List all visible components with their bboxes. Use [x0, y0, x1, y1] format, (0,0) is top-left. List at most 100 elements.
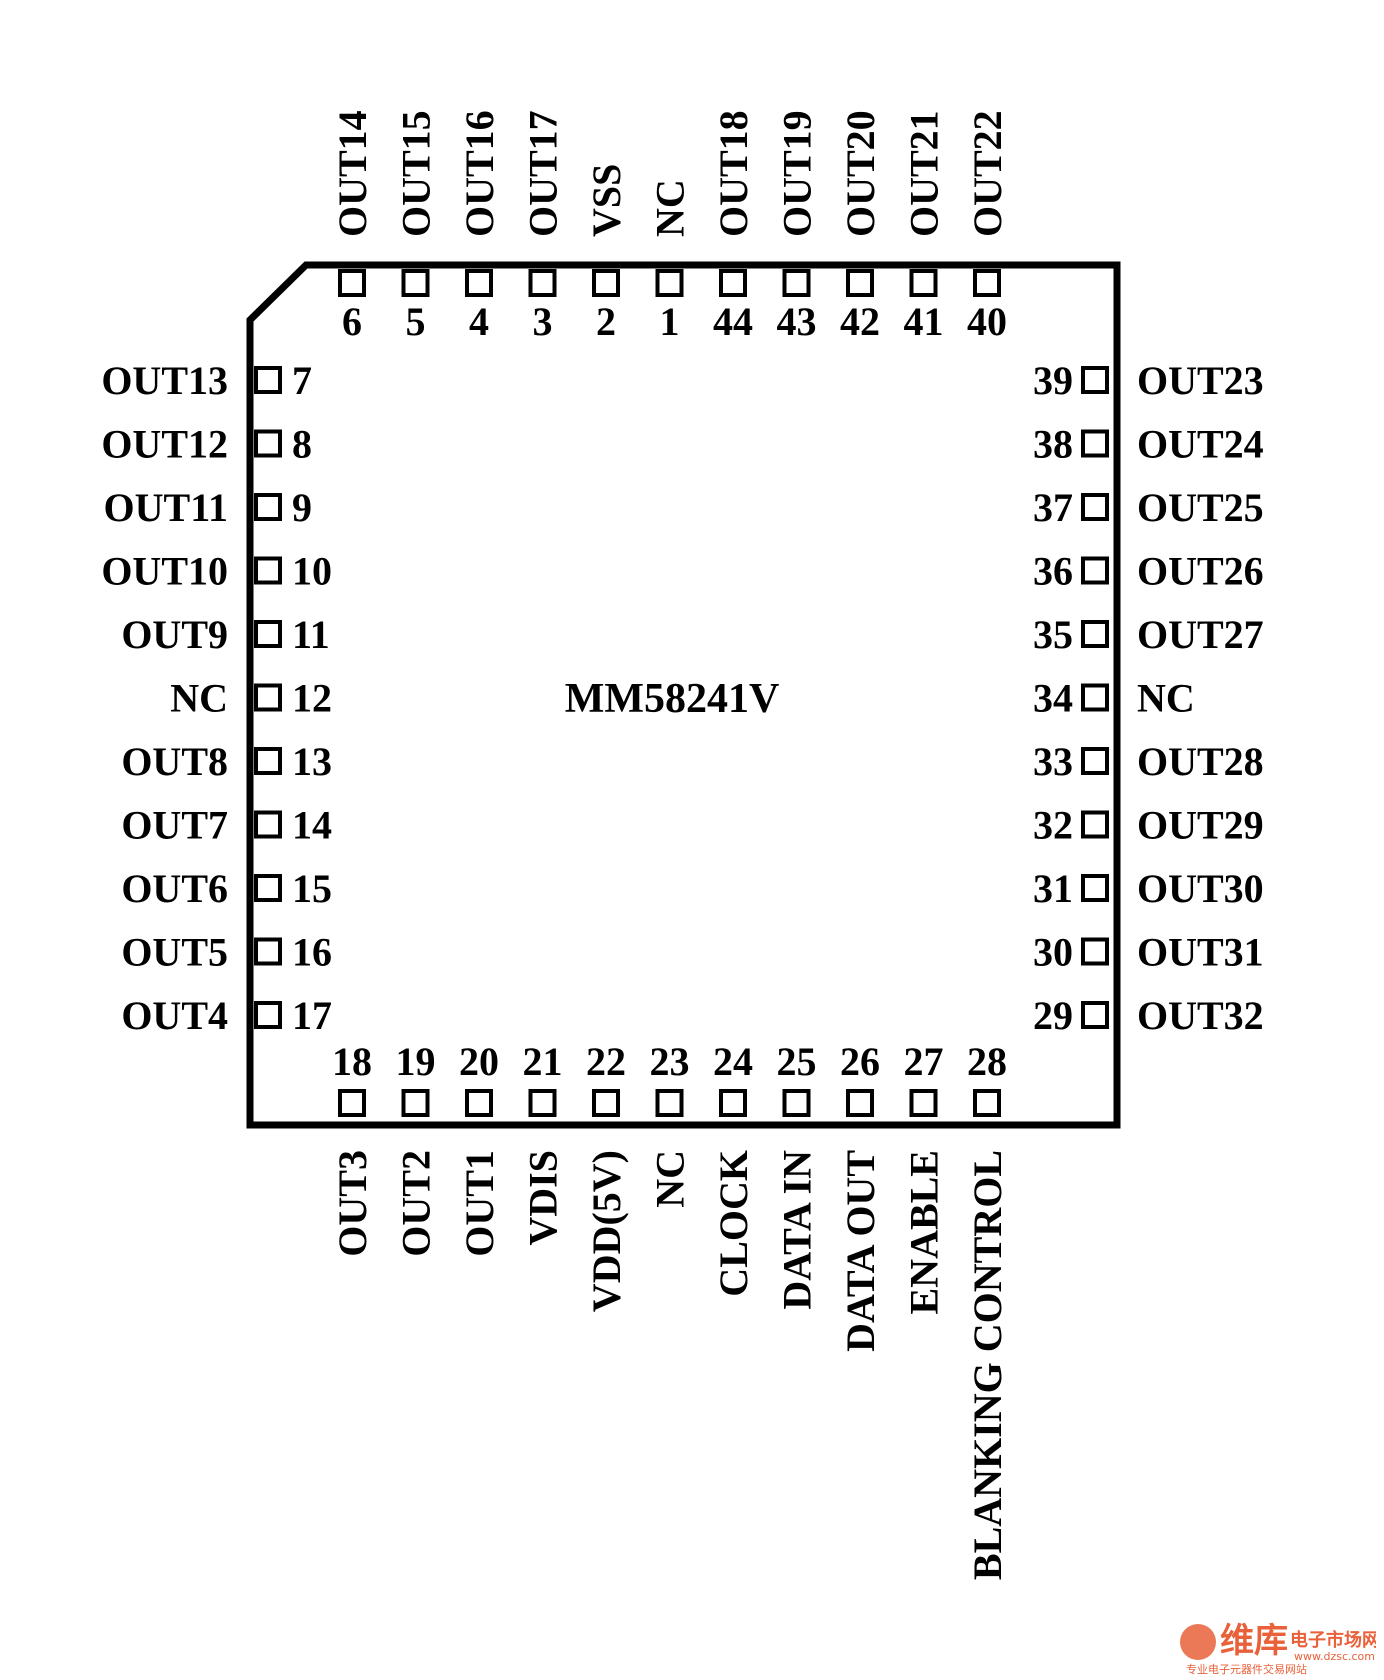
pin-number-16: 16 — [292, 930, 332, 975]
pin-label-9: OUT11 — [104, 485, 228, 530]
pin-pad-5 — [401, 269, 430, 297]
pin-label-15: OUT6 — [121, 866, 228, 911]
pin-number-9: 9 — [292, 485, 312, 530]
pin-pad-17 — [254, 1001, 282, 1029]
pin-number-6: 6 — [342, 299, 362, 344]
pin-pad-38 — [1081, 429, 1109, 458]
pin-pad-6 — [338, 269, 366, 297]
pin-number-30: 30 — [1033, 930, 1073, 975]
pin-label-14: OUT7 — [121, 803, 228, 848]
pin-number-25: 25 — [777, 1039, 817, 1084]
pin-number-34: 34 — [1033, 676, 1073, 721]
pin-label-16: OUT5 — [121, 930, 228, 975]
pin-label-7: OUT13 — [101, 358, 228, 403]
pin-label-27: ENABLE — [902, 1150, 947, 1315]
pin-pad-35 — [1081, 620, 1109, 648]
pin-number-8: 8 — [292, 422, 312, 467]
pin-label-3: OUT17 — [521, 110, 566, 237]
pin-pad-14 — [254, 810, 282, 839]
watermark-logo: 维库 电子市场网 www.dzsc.com 专业电子元器件交易网站 — [1180, 1621, 1376, 1676]
pin-number-23: 23 — [650, 1039, 690, 1084]
pin-number-17: 17 — [292, 993, 332, 1038]
pin-pad-10 — [254, 556, 282, 585]
pin-label-34: NC — [1137, 676, 1195, 721]
pin-label-37: OUT25 — [1137, 485, 1264, 530]
pin-pad-3 — [528, 269, 557, 297]
pin-number-38: 38 — [1033, 422, 1073, 467]
pin-pad-9 — [254, 493, 282, 521]
pin-pad-7 — [254, 366, 282, 394]
pin-number-26: 26 — [840, 1039, 880, 1084]
chip-outline — [246, 261, 1121, 1129]
pin-pad-30 — [1081, 937, 1109, 966]
pin-pad-40 — [973, 269, 1001, 297]
pin-number-36: 36 — [1033, 549, 1073, 594]
pin-number-32: 32 — [1033, 803, 1073, 848]
pin-number-5: 5 — [406, 299, 426, 344]
pin-label-43: OUT19 — [775, 110, 820, 237]
pin-number-27: 27 — [904, 1039, 944, 1084]
pin-pad-13 — [254, 747, 282, 775]
pin-number-18: 18 — [332, 1039, 372, 1084]
pin-label-19: OUT2 — [394, 1150, 439, 1257]
pin-number-42: 42 — [840, 299, 880, 344]
pin-number-12: 12 — [292, 676, 332, 721]
pin-pad-24 — [719, 1089, 747, 1117]
pin-number-7: 7 — [292, 358, 312, 403]
pin-number-21: 21 — [523, 1039, 563, 1084]
pin-label-10: OUT10 — [101, 549, 228, 594]
pin-number-3: 3 — [533, 299, 553, 344]
pin-label-20: OUT1 — [457, 1150, 502, 1257]
pin-label-31: OUT30 — [1137, 866, 1264, 911]
pin-pad-15 — [254, 874, 282, 902]
pin-label-29: OUT32 — [1137, 993, 1264, 1038]
pin-pad-8 — [254, 429, 282, 458]
pin-pad-12 — [254, 683, 282, 712]
pin-number-1: 1 — [660, 299, 680, 344]
pin-pad-37 — [1081, 493, 1109, 521]
pin-number-15: 15 — [292, 866, 332, 911]
pin-label-21: VDIS — [521, 1150, 566, 1246]
pin-pad-31 — [1081, 874, 1109, 902]
pin-number-20: 20 — [459, 1039, 499, 1084]
pin-pad-32 — [1081, 810, 1109, 839]
chip-part-number: MM58241V — [565, 676, 780, 722]
pin-label-44: OUT18 — [711, 110, 756, 237]
pin-number-33: 33 — [1033, 739, 1073, 784]
pin-label-18: OUT3 — [330, 1150, 375, 1257]
pin-pad-43 — [782, 269, 811, 297]
pin-number-35: 35 — [1033, 612, 1073, 657]
pin-pad-21 — [528, 1089, 557, 1117]
pin-label-30: OUT31 — [1137, 930, 1264, 975]
pin-label-33: OUT28 — [1137, 739, 1264, 784]
pin-pad-34 — [1081, 683, 1109, 712]
watermark-tagline: 电子市场网 — [1290, 1629, 1376, 1651]
pin-label-41: OUT21 — [902, 110, 947, 237]
pin-number-4: 4 — [469, 299, 489, 344]
pin-number-41: 41 — [904, 299, 944, 344]
pin-pad-11 — [254, 620, 282, 648]
pin-pad-16 — [254, 937, 282, 966]
pin-number-11: 11 — [292, 612, 330, 657]
watermark-slogan: 专业电子元器件交易网站 — [1186, 1662, 1307, 1676]
pin-pad-18 — [338, 1089, 366, 1117]
pin-pad-23 — [655, 1089, 684, 1117]
pin-label-39: OUT23 — [1137, 358, 1264, 403]
pin-label-1: NC — [648, 179, 693, 237]
pin-label-12: NC — [170, 676, 228, 721]
pin-number-24: 24 — [713, 1039, 753, 1084]
pin-label-17: OUT4 — [121, 993, 228, 1038]
pin-pad-44 — [719, 269, 747, 297]
pin-number-13: 13 — [292, 739, 332, 784]
pin-pad-22 — [592, 1089, 620, 1117]
pin-pad-39 — [1081, 366, 1109, 394]
pin-pad-4 — [465, 269, 493, 297]
pin-pad-28 — [973, 1089, 1001, 1117]
pin-label-24: CLOCK — [711, 1150, 756, 1297]
pin-label-23: NC — [648, 1150, 693, 1208]
watermark-circle-icon — [1180, 1624, 1216, 1660]
pin-pad-20 — [465, 1089, 493, 1117]
pin-pad-25 — [782, 1089, 811, 1117]
pin-label-36: OUT26 — [1137, 549, 1264, 594]
